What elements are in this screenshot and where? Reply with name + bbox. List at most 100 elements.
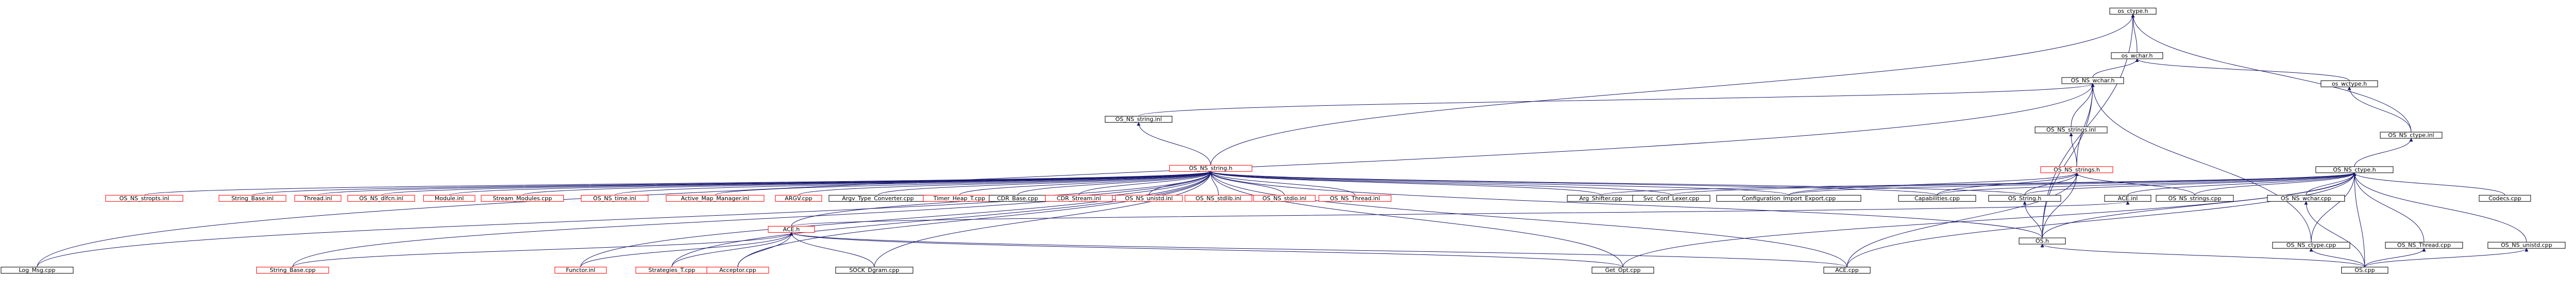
node-string-base-inl[interactable]: String_Base.inl: [219, 195, 286, 202]
node-box: [2156, 195, 2234, 202]
node-os-ns-strings-inl[interactable]: OS_NS_strings.inl: [2034, 126, 2108, 134]
node-timer-heap-t-cpp[interactable]: Timer_Heap_T.cpp: [923, 195, 996, 202]
node-label: OS_NS_string.h: [1189, 165, 1233, 172]
node-box: [105, 195, 183, 202]
edge-n0-n1: [2131, 13, 2138, 53]
node-label: OS_NS_stdio.inl: [1262, 195, 1306, 202]
node-codecs-cpp[interactable]: Codecs.cpp: [2479, 195, 2531, 202]
node-strategies-t-cpp[interactable]: Strategies_T.cpp: [635, 267, 709, 274]
node-argv-type-converter-cpp[interactable]: Argv_Type_Converter.cpp: [829, 195, 927, 202]
edge-n6-n9: [2354, 138, 2413, 167]
node-box: [1823, 267, 1870, 274]
node-functor-inl[interactable]: Functor.inl: [555, 267, 607, 274]
node-box: [2479, 195, 2531, 202]
node-box: [2018, 237, 2066, 245]
node-box: [2109, 8, 2157, 15]
node-stream-modules-cpp[interactable]: Stream_Modules.cpp: [481, 195, 564, 202]
node-os-wchar-h[interactable]: os_wchar.h: [2111, 52, 2164, 59]
node-os-ns-unistd-inl[interactable]: OS_NS_unistd.inl: [1115, 195, 1183, 202]
node-label: Strategies_T.cpp: [649, 267, 696, 274]
edge-n7-n25: [1209, 171, 1285, 196]
node-os-ns-dlfcn-inl[interactable]: OS_NS_dlfcn.inl: [347, 195, 415, 202]
node-thread-inl[interactable]: Thread.inl: [294, 195, 342, 202]
edges-layer: [37, 13, 2528, 267]
node-os-wctype-h[interactable]: os_wctype.h: [2321, 80, 2378, 87]
node-label: Stream_Modules.cpp: [493, 195, 552, 202]
edge-n36-n45: [737, 232, 793, 267]
node-box: [1898, 195, 1976, 202]
edge-n2-n37: [2042, 83, 2095, 238]
node-os-ns-stdlib-inl[interactable]: OS_NS_stdlib.inl: [1185, 195, 1252, 202]
node-os-ns-stropts-inl[interactable]: OS_NS_stropts.inl: [105, 195, 183, 202]
node-ace-inl[interactable]: ACE.inl: [2104, 195, 2152, 202]
node-label: OS_NS_unistd.inl: [1125, 195, 1173, 202]
node-box: [2040, 166, 2113, 173]
node-os-ns-string-h[interactable]: OS_NS_string.h: [1169, 165, 1252, 172]
edge-n7-n20: [959, 171, 1213, 196]
node-os-ns-thread-inl[interactable]: OS_NS_Thread.inl: [1318, 195, 1391, 202]
edge-n38-n49: [2309, 248, 2365, 267]
node-capabilities-cpp[interactable]: Capabilities.cpp: [1898, 195, 1976, 202]
edge-n1-n3: [2135, 58, 2350, 81]
node-os-ns-ctype-inl[interactable]: OS_NS_ctype.inl: [2380, 132, 2443, 139]
node-argv-cpp[interactable]: ARGV.cpp: [775, 195, 822, 202]
node-acceptor-cpp[interactable]: Acceptor.cpp: [707, 267, 769, 274]
node-os-string-h[interactable]: OS_String.h: [1988, 195, 2061, 202]
node-box: [580, 195, 649, 202]
edge-n36-n46: [789, 232, 875, 267]
edge-n7-n17: [715, 171, 1213, 196]
node-label: Thread.inl: [303, 195, 332, 202]
node-os-ctype-h[interactable]: os_ctype.h: [2109, 8, 2157, 15]
node-sock-dgram-cpp[interactable]: SOCK_Dgram.cpp: [835, 267, 913, 274]
node-label: Arg_Shifter.cpp: [1579, 195, 1622, 202]
node-label: ARGV.cpp: [785, 195, 812, 202]
edge-n37-n49: [2040, 244, 2365, 267]
node-arg-shifter-cpp[interactable]: Arg_Shifter.cpp: [1567, 195, 1635, 202]
node-box: [666, 195, 764, 202]
node-box: [555, 267, 607, 274]
node-label: String_Base.cpp: [270, 267, 316, 274]
node-svc-conf-lexer-cpp[interactable]: Svc_Conf_Lexer.cpp: [1632, 195, 1710, 202]
node-os-ns-wchar-h[interactable]: OS_NS_wchar.h: [2061, 77, 2124, 84]
node-module-inl[interactable]: Module.inl: [423, 195, 476, 202]
node-os-ns-string-inl[interactable]: OS_NS_string.inl: [1105, 116, 1173, 123]
node-label: OS_String.h: [2008, 195, 2041, 202]
node-box: [2385, 242, 2463, 249]
edge-n7-n26: [1209, 171, 1356, 196]
node-ace-cpp[interactable]: ACE.cpp: [1823, 267, 1870, 274]
node-os-ns-time-inl[interactable]: OS_NS_time.inl: [580, 195, 649, 202]
node-os-ns-strings-h[interactable]: OS_NS_strings.h: [2040, 166, 2113, 173]
node-box: [219, 195, 286, 202]
node-os-cpp[interactable]: OS.cpp: [2341, 267, 2388, 274]
node-active-map-manager-inl[interactable]: Active_Map_Manager.inl: [666, 195, 764, 202]
node-os-h[interactable]: OS.h: [2018, 237, 2066, 245]
edge-n40-n49: [2364, 248, 2528, 267]
edge-n7-n15: [522, 171, 1213, 196]
node-os-ns-ctype-h[interactable]: OS_NS_ctype.h: [2316, 166, 2394, 173]
node-label: OS_NS_Thread.inl: [1330, 195, 1380, 202]
node-log-msg-cpp[interactable]: Log_Msg.cpp: [1, 267, 74, 274]
node-string-base-cpp[interactable]: String_Base.cpp: [256, 267, 329, 274]
node-os-ns-unistd-cpp[interactable]: OS_NS_unistd.cpp: [2488, 242, 2566, 249]
node-cdr-stream-inl[interactable]: CDR_Stream.inl: [1045, 195, 1113, 202]
edge-n36-n48: [789, 232, 1848, 267]
edge-n7-n46: [874, 171, 1213, 267]
edge-n0-n7: [1210, 13, 2135, 166]
node-os-ns-strings-cpp[interactable]: OS_NS_strings.cpp: [2156, 195, 2234, 202]
node-label: Active_Map_Manager.inl: [681, 195, 749, 202]
node-cdr-base-cpp[interactable]: CDR_Base.cpp: [989, 195, 1047, 202]
node-label: Module.inl: [435, 195, 464, 202]
node-os-ns-wchar-cpp[interactable]: OS_NS_wchar.cpp: [2267, 195, 2345, 202]
node-label: Codecs.cpp: [2489, 195, 2521, 202]
node-label: ACE.h: [783, 226, 800, 233]
node-configuration-import-export-cpp[interactable]: Configuration_Import_Export.cpp: [1716, 195, 1861, 202]
node-os-ns-thread-cpp[interactable]: OS_NS_Thread.cpp: [2385, 242, 2463, 249]
node-ace-h[interactable]: ACE.h: [768, 226, 815, 233]
node-os-ns-stdio-inl[interactable]: OS_NS_stdio.inl: [1253, 195, 1316, 202]
edge-n9-n39: [2352, 172, 2425, 243]
node-os-ns-ctype-cpp[interactable]: OS_NS_ctype.cpp: [2272, 242, 2350, 249]
edge-n9-n38: [2311, 172, 2356, 243]
node-label: OS_NS_stdlib.inl: [1195, 195, 1241, 202]
node-get-opt-cpp[interactable]: Get_Opt.cpp: [1591, 267, 1654, 274]
node-box: [775, 195, 822, 202]
